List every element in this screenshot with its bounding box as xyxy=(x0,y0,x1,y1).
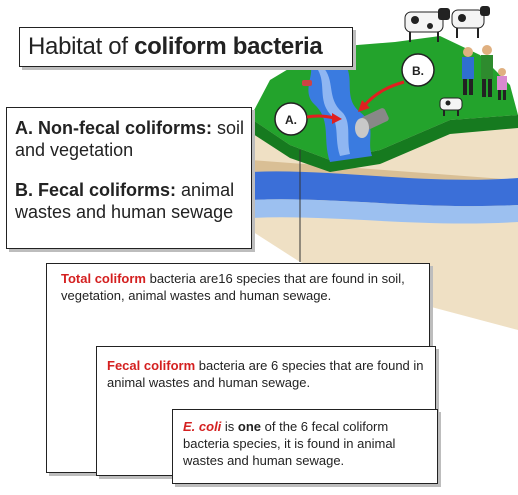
pipe-outflow xyxy=(355,118,369,138)
cow-icon xyxy=(452,6,490,38)
fecal-coliform-highlight: Fecal coliform xyxy=(107,358,195,373)
title-box: Habitat of coliform bacteria xyxy=(19,27,353,67)
marker-b-label: B. xyxy=(412,64,424,78)
sources-box: A. Non-fecal coliforms: soil and vegetat… xyxy=(6,107,252,249)
source-a: A. Non-fecal coliforms: soil and vegetat… xyxy=(15,117,247,161)
cow-icon xyxy=(405,8,450,42)
source-b: B. Fecal coliforms: animal wastes and hu… xyxy=(15,179,247,223)
marker-a-label: A. xyxy=(285,113,297,127)
title-prefix: Habitat of xyxy=(28,33,134,60)
source-b-label: B. Fecal coliforms: xyxy=(15,180,176,200)
ecoli-box: E. coli is one of the 6 fecal coliform b… xyxy=(172,409,438,484)
animal-icon xyxy=(302,80,312,86)
ecoli-is: is xyxy=(221,419,238,434)
ecoli-one: one xyxy=(238,419,261,434)
total-coliform-highlight: Total coliform xyxy=(61,271,146,286)
title-bold: coliform bacteria xyxy=(134,33,322,60)
ecoli-highlight: E. coli xyxy=(183,419,221,434)
source-a-label: A. Non-fecal coliforms: xyxy=(15,118,212,138)
